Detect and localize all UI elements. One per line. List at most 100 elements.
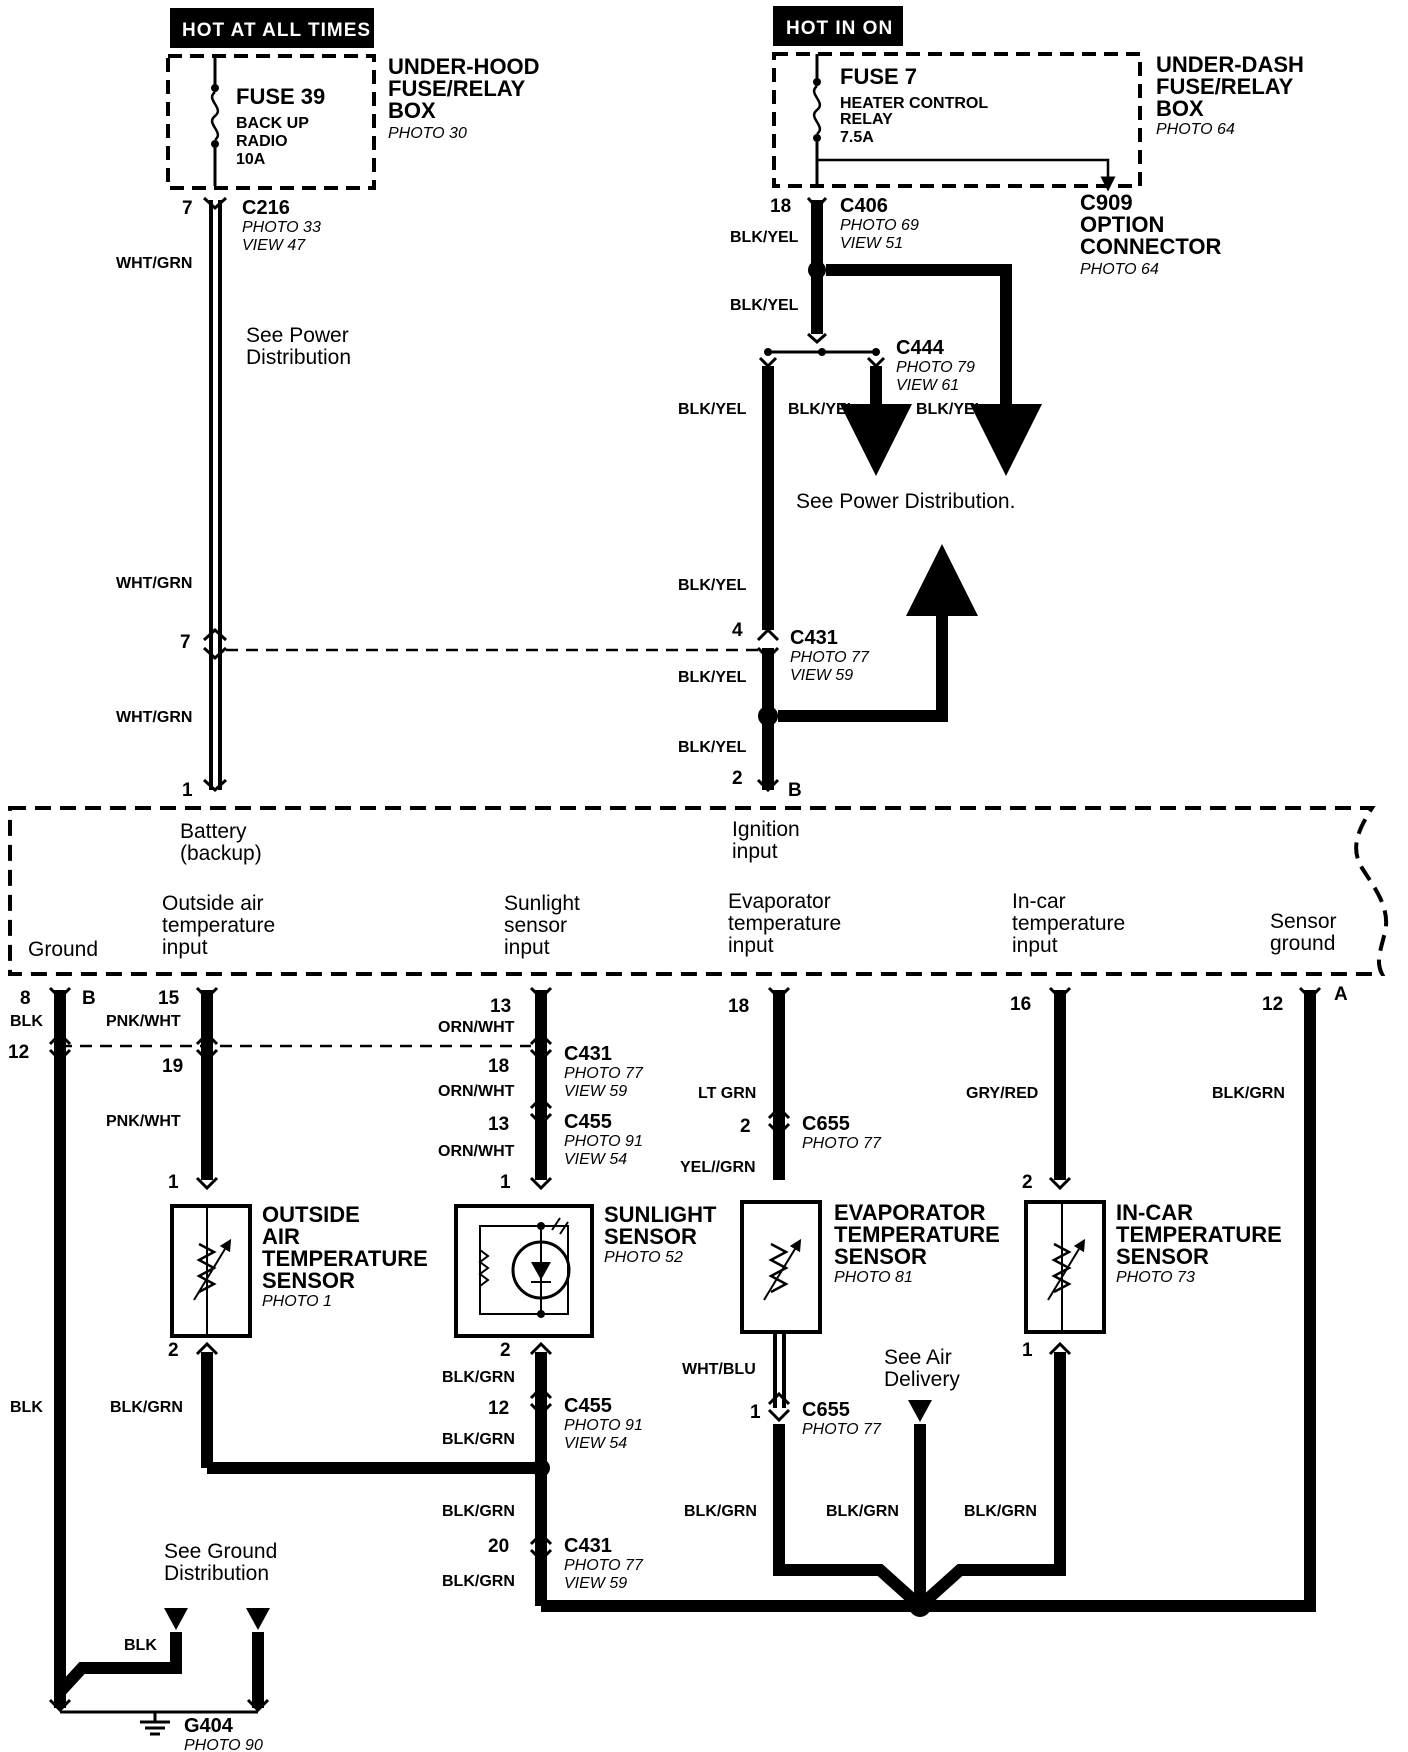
incar-sensor-name-1: IN-CAR bbox=[1116, 1200, 1193, 1225]
unit-sensor-ground-2: ground bbox=[1270, 932, 1335, 955]
c455-bot-photo: PHOTO 91 bbox=[564, 1417, 643, 1434]
unit-outside-3: input bbox=[162, 936, 208, 959]
underdash-photo: PHOTO 64 bbox=[1156, 121, 1235, 138]
c909-desc-1: OPTION bbox=[1080, 212, 1164, 237]
c406-name: C406 bbox=[840, 195, 888, 217]
pin-sun-20: 20 bbox=[488, 1536, 509, 1557]
unit-battery-1: Battery bbox=[180, 820, 247, 843]
unit-incar-3: input bbox=[1012, 934, 1058, 957]
unit-battery-2: (backup) bbox=[180, 842, 262, 865]
unit-pin-18: 18 bbox=[728, 996, 749, 1017]
unit-evap-1: Evaporator bbox=[728, 890, 831, 913]
climate-control-unit-box bbox=[8, 806, 1389, 976]
outside-sensor-name-3: TEMPERATURE bbox=[262, 1246, 428, 1271]
c431-mid-photo: PHOTO 77 bbox=[564, 1065, 644, 1082]
pin-sun-18: 18 bbox=[488, 1056, 509, 1077]
pin-evap-2: 2 bbox=[740, 1116, 751, 1137]
pin-sun-12: 12 bbox=[488, 1398, 509, 1419]
unit-pin-B-top: B bbox=[788, 780, 802, 801]
see-air-delivery-1: See Air bbox=[884, 1346, 952, 1369]
unit-pin-B-left: B bbox=[82, 988, 96, 1009]
outside-sensor-name-4: SENSOR bbox=[262, 1268, 355, 1293]
wire-label-blk-grn-sensor-ground: BLK/GRN bbox=[1212, 1085, 1285, 1102]
see-ground-arrow-right-icon bbox=[246, 1608, 270, 1630]
unit-pin-16: 16 bbox=[1010, 994, 1031, 1015]
sunlight-sensor bbox=[454, 1204, 594, 1338]
c444-photo: PHOTO 79 bbox=[896, 359, 975, 376]
pin-outside-1: 1 bbox=[168, 1172, 179, 1193]
c444-view: VIEW 61 bbox=[896, 377, 959, 394]
unit-outside-1: Outside air bbox=[162, 892, 264, 915]
unit-sunlight-1: Sunlight bbox=[504, 892, 580, 915]
wire-label-wht-blu: WHT/BLU bbox=[682, 1361, 756, 1378]
wire-label-blk-grn-air: BLK/GRN bbox=[826, 1503, 899, 1520]
incar-sensor-photo: PHOTO 73 bbox=[1116, 1269, 1195, 1286]
underhood-fuse-box bbox=[166, 54, 376, 190]
unit-sunlight-2: sensor bbox=[504, 914, 567, 937]
c909-desc-2: CONNECTOR bbox=[1080, 234, 1221, 259]
hot-in-on-badge bbox=[773, 6, 903, 46]
wire-label-blk-grn-incar: BLK/GRN bbox=[964, 1503, 1037, 1520]
wire-label-blk-grn-sun-2: BLK/GRN bbox=[442, 1431, 515, 1448]
c909-photo: PHOTO 64 bbox=[1080, 261, 1159, 278]
fuse-39-desc-1: BACK UP bbox=[236, 115, 309, 132]
unit-sensor-ground-1: Sensor bbox=[1270, 910, 1337, 933]
unit-outside-2: temperature bbox=[162, 914, 275, 937]
wire-label-blk-yel-1: BLK/YEL bbox=[730, 229, 799, 246]
c455-top-name: C455 bbox=[564, 1111, 612, 1133]
fuse-39-icon bbox=[210, 56, 220, 186]
c431-bot-photo: PHOTO 77 bbox=[564, 1557, 644, 1574]
see-power-dist-1b: Distribution bbox=[246, 346, 351, 369]
c455-top-view: VIEW 54 bbox=[564, 1151, 627, 1168]
underhood-box-1: UNDER-HOOD bbox=[388, 54, 540, 79]
wire-label-pnk-wht-1: PNK/WHT bbox=[106, 1013, 181, 1030]
unit-pin-1: 1 bbox=[182, 780, 193, 801]
c431-mid-view: VIEW 59 bbox=[564, 1083, 627, 1100]
pin-outside-19: 19 bbox=[162, 1056, 183, 1077]
fuse-7-label: FUSE 7 bbox=[840, 64, 917, 89]
c655-top-name: C655 bbox=[802, 1113, 850, 1135]
ground-symbol-icon bbox=[140, 1712, 170, 1736]
photodiode-icon bbox=[531, 1262, 551, 1280]
sunlight-sensor-name-1: SUNLIGHT bbox=[604, 1202, 717, 1227]
thermistor-icon bbox=[1051, 1242, 1072, 1294]
unit-pin-A: A bbox=[1334, 984, 1348, 1005]
underdash-box-3: BOX bbox=[1156, 96, 1204, 121]
c406-view: VIEW 51 bbox=[840, 235, 903, 252]
c431-top-view: VIEW 59 bbox=[790, 667, 853, 684]
wire-label-yel-grn: YEL//GRN bbox=[680, 1159, 756, 1176]
connector-chevrons bbox=[48, 986, 1322, 1713]
c655-top-photo: PHOTO 77 bbox=[802, 1135, 882, 1152]
evap-sensor-name-1: EVAPORATOR bbox=[834, 1200, 986, 1225]
see-ground-arrow-left-icon bbox=[164, 1608, 188, 1630]
c431-top-name: C431 bbox=[790, 627, 838, 649]
unit-ground: Ground bbox=[28, 938, 98, 961]
pin-evap-1: 1 bbox=[750, 1402, 761, 1423]
evap-sensor-photo: PHOTO 81 bbox=[834, 1269, 913, 1286]
wire-label-pnk-wht-2: PNK/WHT bbox=[106, 1113, 181, 1130]
c909-name: C909 bbox=[1080, 190, 1133, 215]
see-power-dist-1a: See Power bbox=[246, 324, 349, 347]
c431-mid-name: C431 bbox=[564, 1043, 612, 1065]
unit-incar-2: temperature bbox=[1012, 912, 1125, 935]
sunlight-sensor-name-2: SENSOR bbox=[604, 1224, 697, 1249]
c455-bot-name: C455 bbox=[564, 1395, 612, 1417]
pin-sun-13: 13 bbox=[488, 1114, 509, 1135]
c216-view: VIEW 47 bbox=[242, 237, 306, 254]
hot-in-on-text: HOT IN ON bbox=[786, 18, 893, 39]
pin-left-12: 12 bbox=[8, 1042, 29, 1063]
wire-label-blk-grn-evap: BLK/GRN bbox=[684, 1503, 757, 1520]
unit-incar-1: In-car bbox=[1012, 890, 1066, 913]
c216-photo: PHOTO 33 bbox=[242, 219, 321, 236]
c216-name: C216 bbox=[242, 197, 290, 219]
evap-sensor-name-3: SENSOR bbox=[834, 1244, 927, 1269]
fuse-7-icon bbox=[812, 54, 1116, 192]
wire-label-blk-grn-sun-3: BLK/GRN bbox=[442, 1503, 515, 1520]
fuse-39-desc-3: 10A bbox=[236, 151, 266, 168]
wire-label-wht-grn-2: WHT/GRN bbox=[116, 575, 192, 592]
g404-name: G404 bbox=[184, 1715, 234, 1737]
wire-label-blk-yel-5: BLK/YEL bbox=[916, 401, 985, 418]
unit-pin-15: 15 bbox=[158, 988, 180, 1009]
fuse-7-desc-3: 7.5A bbox=[840, 129, 874, 146]
